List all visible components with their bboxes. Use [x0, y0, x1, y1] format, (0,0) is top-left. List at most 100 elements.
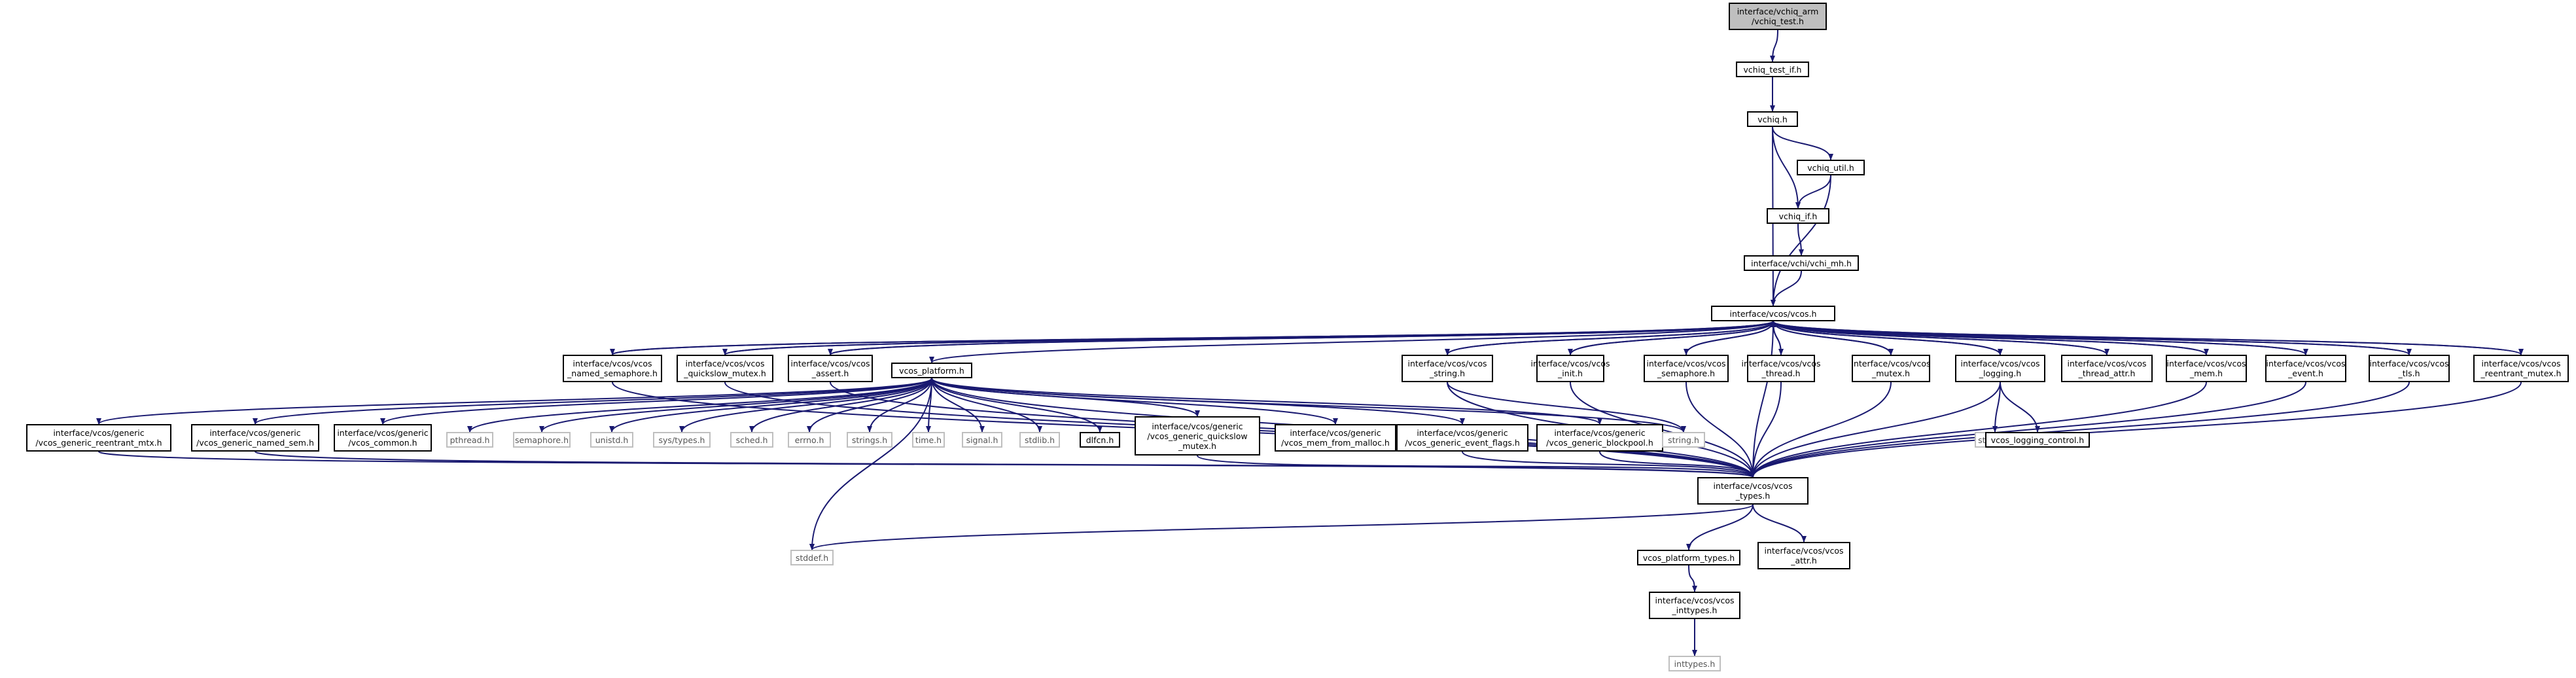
graph-edge — [807, 378, 932, 433]
graph-node[interactable]: interface/vcos/generic /vcos_generic_blo… — [1536, 424, 1663, 452]
graph-edge — [931, 378, 1103, 433]
graph-edge — [1447, 321, 1776, 355]
graph-edge — [1992, 382, 2001, 433]
graph-node[interactable]: interface/vcos/generic /vcos_common.h — [334, 424, 432, 452]
graph-edge — [931, 378, 1042, 433]
graph-node[interactable]: interface/vcos/vcos _attr.h — [1757, 542, 1850, 569]
graph-edge — [749, 378, 932, 433]
graph-edge — [1685, 382, 1756, 478]
graph-node[interactable]: sched.h — [730, 432, 773, 448]
graph-edge — [1750, 382, 2522, 478]
graph-edge — [867, 378, 932, 433]
graph-node[interactable]: interface/vcos/vcos _assert.h — [788, 355, 873, 382]
graph-node[interactable]: interface/vcos/generic /vcos_generic_qui… — [1135, 416, 1260, 455]
graph-node[interactable]: signal.h — [962, 432, 1002, 448]
graph-edge — [1771, 321, 1892, 355]
graph-node[interactable]: interface/vcos/vcos.h — [1711, 306, 1835, 321]
graph-node[interactable]: interface/vcos/vcos _event.h — [2265, 355, 2346, 382]
graph-node[interactable]: vchiq_test_if.h — [1736, 62, 1809, 77]
graph-edge — [1462, 451, 1756, 478]
graph-edge — [1750, 382, 1892, 478]
graph-edge — [2000, 382, 2040, 433]
graph-node[interactable]: vchiq_if.h — [1767, 208, 1829, 224]
graph-edge — [1685, 321, 1776, 355]
graph-edge — [1197, 455, 1756, 478]
graph-edge — [1750, 382, 2410, 478]
graph-edge — [1750, 382, 2001, 478]
graph-node[interactable]: vchiq_util.h — [1797, 160, 1865, 175]
graph-edge — [380, 378, 932, 425]
graph-edge — [830, 321, 1776, 355]
graph-edge — [1772, 126, 1801, 209]
graph-node[interactable]: interface/vcos/vcos _semaphore.h — [1644, 355, 1729, 382]
graph-edges — [96, 29, 2524, 656]
graph-node[interactable]: interface/vcos/vcos _logging.h — [1955, 355, 2045, 382]
graph-edge — [931, 378, 985, 433]
graph-edge — [679, 378, 932, 433]
graph-node[interactable]: interface/vcos/generic /vcos_mem_from_ma… — [1275, 424, 1396, 452]
graph-node[interactable]: interface/vcos/generic /vcos_generic_eve… — [1396, 424, 1528, 452]
graph-node[interactable]: interface/vcos/vcos _tls.h — [2369, 355, 2450, 382]
graph-edge — [929, 321, 1774, 363]
graph-edge — [539, 378, 932, 433]
graph-edge — [1688, 565, 1697, 592]
graph-node[interactable]: string.h — [1662, 432, 1705, 448]
graph-edge — [1570, 321, 1776, 355]
graph-edge — [1771, 270, 1802, 306]
graph-edge — [1797, 223, 1804, 256]
graph-node[interactable]: time.h — [912, 432, 945, 448]
graph-node[interactable]: interface/vchi/vchi_mh.h — [1744, 255, 1859, 271]
graph-node[interactable]: interface/vcos/vcos _mutex.h — [1851, 355, 1931, 382]
graph-node[interactable]: sys/types.h — [653, 432, 711, 448]
graph-edge — [1772, 126, 1833, 160]
graph-edge — [1599, 451, 1756, 478]
graph-edge — [809, 504, 1754, 550]
graph-edge — [1447, 382, 1686, 433]
graph-node[interactable]: interface/vcos/vcos _thread_attr.h — [2061, 355, 2153, 382]
graph-edge — [1771, 321, 2522, 355]
graph-node[interactable]: interface/vcos/vcos _named_semaphore.h — [563, 355, 662, 382]
graph-edge — [1750, 321, 1774, 478]
graph-node[interactable]: pthread.h — [446, 432, 493, 448]
graph-edge — [1771, 321, 2001, 355]
graph-node[interactable]: unistd.h — [590, 432, 633, 448]
graph-node[interactable]: interface/vcos/vcos _string.h — [1402, 355, 1493, 382]
graph-node[interactable]: interface/vcos/vcos _reentrant_mutex.h — [2473, 355, 2569, 382]
graph-node[interactable]: interface/vcos/vcos _mem.h — [2166, 355, 2247, 382]
graph-edge — [609, 378, 932, 433]
graph-node[interactable]: interface/vchiq_arm /vchiq_test.h — [1729, 3, 1827, 30]
graph-edge — [253, 378, 932, 425]
graph-node[interactable]: vchiq.h — [1747, 111, 1798, 127]
graph-node[interactable]: vcos_platform_types.h — [1637, 550, 1740, 565]
graph-node[interactable]: interface/vcos/vcos _inttypes.h — [1649, 592, 1740, 619]
graph-edge — [467, 378, 932, 433]
graph-edge — [1752, 504, 1807, 543]
graph-node[interactable]: interface/vcos/generic /vcos_generic_nam… — [191, 424, 319, 452]
graph-node[interactable]: stdlib.h — [1019, 432, 1060, 448]
graph-node[interactable]: interface/vcos/vcos _quickslow_mutex.h — [677, 355, 773, 382]
graph-edge — [1750, 382, 2207, 478]
graph-node[interactable]: interface/vcos/vcos _types.h — [1697, 477, 1808, 505]
graph-node[interactable]: errno.h — [788, 432, 831, 448]
graph-edge — [931, 378, 1338, 425]
graph-node[interactable]: strings.h — [847, 432, 892, 448]
graph-edge — [1771, 321, 2108, 355]
graph-edge — [255, 451, 1756, 478]
graph-node[interactable]: inttypes.h — [1668, 656, 1721, 671]
graph-node[interactable]: vcos_platform.h — [891, 363, 972, 378]
graph-node[interactable]: vcos_logging_control.h — [1985, 432, 2090, 448]
graph-edge — [1750, 382, 1782, 478]
graph-node[interactable]: interface/vcos/vcos _init.h — [1530, 355, 1610, 382]
graph-edge — [1686, 504, 1754, 550]
graph-edge — [96, 378, 932, 425]
graph-edge — [1771, 175, 1831, 306]
graph-node[interactable]: stddef.h — [790, 550, 834, 565]
graph-edge — [931, 378, 1686, 433]
graph-node[interactable]: interface/vcos/vcos _thread.h — [1741, 355, 1821, 382]
graph-node[interactable]: dlfcn.h — [1080, 432, 1120, 448]
graph-node[interactable]: interface/vcos/generic /vcos_generic_ree… — [26, 424, 171, 452]
graph-node[interactable]: semaphore.h — [513, 432, 571, 448]
graph-edge — [1750, 382, 2306, 478]
